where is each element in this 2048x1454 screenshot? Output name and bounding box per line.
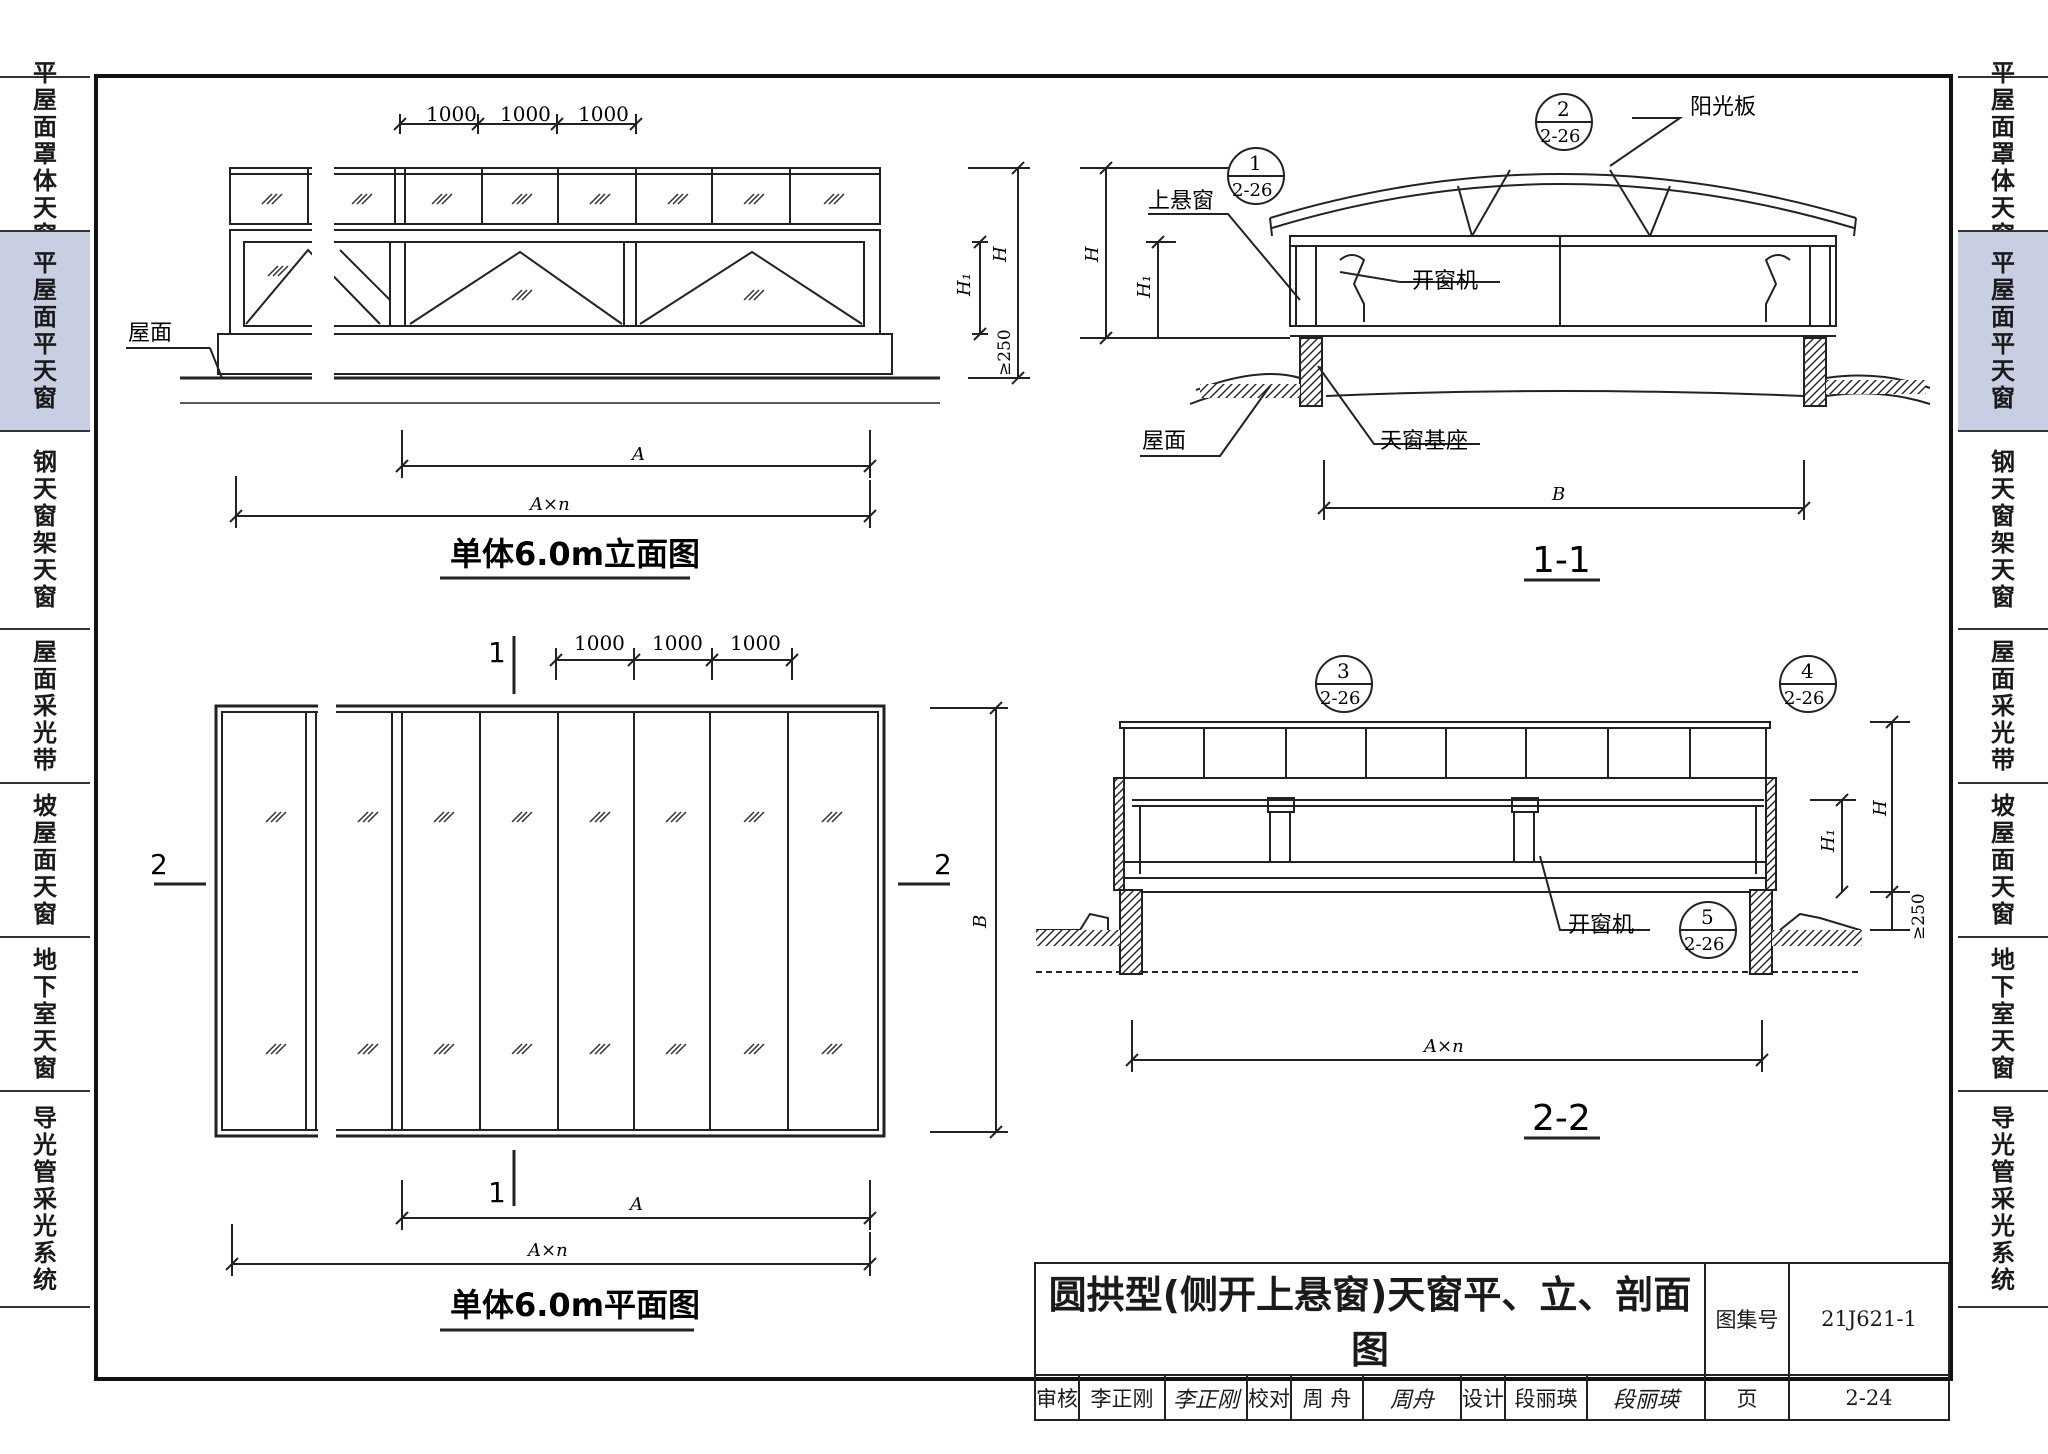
elev-dim-A: A <box>630 444 645 465</box>
callout-ref-2: 2 2-26 <box>1535 93 1593 151</box>
elev-roof-label: 屋面 <box>128 321 172 346</box>
svg-text:1: 1 <box>1249 151 1262 175</box>
drawing-title: 圆拱型(侧开上悬窗)天窗平、立、剖面图 <box>1034 1262 1706 1376</box>
label-opener-2: 开窗机 <box>1568 913 1634 938</box>
elev-dim-1000-3: 1000 <box>578 102 629 126</box>
elevation-glass-marks <box>261 193 845 301</box>
label-base: 天窗基座 <box>1380 429 1468 454</box>
plan-view <box>154 636 1008 1276</box>
s22-dim-An: A×n <box>1422 1036 1464 1057</box>
sidebar-item-steel-frame[interactable]: 钢天窗架天窗 <box>1958 430 2048 628</box>
section-2-2-view <box>1036 715 1910 1072</box>
callout-ref-3: 3 2-26 <box>1315 655 1373 713</box>
callout-ref-5: 5 2-26 <box>1679 901 1737 959</box>
callout-ref-4: 4 2-26 <box>1779 655 1837 713</box>
label-opener-1: 开窗机 <box>1412 269 1478 294</box>
section-1-1-view <box>1080 117 1931 520</box>
cut-mark-2-left: 2 <box>150 848 168 881</box>
sidebar-item-steel-frame[interactable]: 钢天窗架天窗 <box>0 430 90 628</box>
svg-text:3: 3 <box>1337 659 1350 683</box>
check-name: 周 舟 <box>1290 1374 1364 1421</box>
sidebar-item-flat-roof-cover[interactable]: 平屋面罩体天窗 <box>0 59 90 248</box>
s11-dim-H: H <box>1082 246 1103 263</box>
plan-dim-1000-1: 1000 <box>574 631 625 655</box>
s22-dim-H1: H₁ <box>1818 829 1839 853</box>
svg-text:2-26: 2-26 <box>1232 180 1272 201</box>
section-1-1-title: 1-1 <box>1532 540 1591 581</box>
svg-text:2-26: 2-26 <box>1320 688 1360 709</box>
review-name: 李正刚 <box>1078 1374 1166 1421</box>
elev-dim-An: A×n <box>528 494 570 515</box>
s11-dim-H1: H₁ <box>1134 275 1155 299</box>
review-label: 审核 <box>1034 1374 1080 1421</box>
plan-dim-A: A <box>628 1194 643 1215</box>
sidebar-item-pitched-roof[interactable]: 坡屋面天窗 <box>1958 782 2048 936</box>
check-label: 校对 <box>1246 1374 1292 1421</box>
svg-text:4: 4 <box>1801 659 1814 683</box>
elev-dim-250: ≥250 <box>995 329 1015 376</box>
section-2-2-title: 2-2 <box>1532 1098 1591 1139</box>
atlas-number: 21J621-1 <box>1788 1262 1950 1376</box>
cut-mark-2-right: 2 <box>934 848 952 881</box>
sidebar-item-flat-roof-flat[interactable]: 平屋面平天窗 <box>1958 230 2048 430</box>
sidebar-item-basement[interactable]: 地下室天窗 <box>0 936 90 1090</box>
sidebar-item-pitched-roof[interactable]: 坡屋面天窗 <box>0 782 90 936</box>
drawing-frame <box>94 74 1953 1381</box>
plan-glass-marks <box>265 811 843 1055</box>
label-top-hung-window: 上悬窗 <box>1148 189 1214 214</box>
sidebar-item-roof-daylight-strip[interactable]: 屋面采光带 <box>1958 628 2048 782</box>
plan-title: 单体6.0m平面图 <box>450 1286 700 1324</box>
label-sun-panel: 阳光板 <box>1690 95 1756 120</box>
sidebar-item-light-pipe[interactable]: 导光管采光系统 <box>0 1090 90 1308</box>
sidebar-item-flat-roof-flat[interactable]: 平屋面平天窗 <box>0 230 90 430</box>
page-number: 2-24 <box>1788 1374 1950 1421</box>
atlas-label: 图集号 <box>1704 1262 1790 1376</box>
elev-dim-1000-1: 1000 <box>426 102 477 126</box>
elevation-view <box>126 114 1030 528</box>
label-roof-1: 屋面 <box>1142 429 1186 454</box>
plan-dim-1000-3: 1000 <box>730 631 781 655</box>
callout-ref-1: 1 2-26 <box>1227 147 1285 205</box>
svg-text:5: 5 <box>1701 905 1714 929</box>
s11-dim-B: B <box>1551 484 1565 505</box>
sidebar-right: 平屋面罩体天窗 平屋面平天窗 钢天窗架天窗 屋面采光带 坡屋面天窗 地下室天窗 … <box>1958 59 2048 1308</box>
sidebar-item-roof-daylight-strip[interactable]: 屋面采光带 <box>0 628 90 782</box>
elevation-title: 单体6.0m立面图 <box>450 535 700 573</box>
svg-text:2-26: 2-26 <box>1684 934 1724 955</box>
review-signature: 李正刚 <box>1164 1374 1248 1421</box>
svg-text:2-26: 2-26 <box>1540 126 1580 147</box>
s22-dim-250: ≥250 <box>1909 893 1929 940</box>
svg-text:2: 2 <box>1557 97 1570 121</box>
sidebar-item-basement[interactable]: 地下室天窗 <box>1958 936 2048 1090</box>
page-label: 页 <box>1704 1374 1790 1421</box>
elev-dim-1000-2: 1000 <box>500 102 551 126</box>
cut-mark-1-top: 1 <box>488 636 506 669</box>
svg-text:2-26: 2-26 <box>1784 688 1824 709</box>
check-signature: 周舟 <box>1362 1374 1462 1421</box>
sidebar-left: 平屋面罩体天窗 平屋面平天窗 钢天窗架天窗 屋面采光带 坡屋面天窗 地下室天窗 … <box>0 59 90 1308</box>
design-signature: 段丽瑛 <box>1586 1374 1706 1421</box>
design-label: 设计 <box>1460 1374 1506 1421</box>
sidebar-item-light-pipe[interactable]: 导光管采光系统 <box>1958 1090 2048 1308</box>
elev-dim-H1: H₁ <box>954 273 975 297</box>
design-name: 段丽瑛 <box>1504 1374 1588 1421</box>
cut-mark-1-bottom: 1 <box>488 1176 506 1209</box>
s22-dim-H: H <box>1870 800 1891 817</box>
plan-dim-1000-2: 1000 <box>652 631 703 655</box>
plan-dim-B: B <box>970 915 991 929</box>
plan-dim-An: A×n <box>526 1240 568 1261</box>
title-block: 圆拱型(侧开上悬窗)天窗平、立、剖面图 图集号 21J621-1 审核 李正刚 … <box>1034 1262 1950 1421</box>
elev-dim-H: H <box>990 246 1011 263</box>
